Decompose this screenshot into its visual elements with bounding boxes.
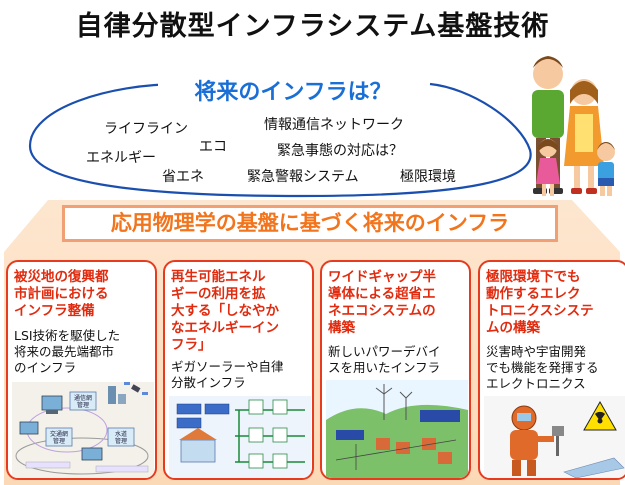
eco-infrastructure-illustration	[326, 380, 468, 478]
svg-text:管理: 管理	[115, 437, 127, 445]
keyword-lifeline: ライフライン	[104, 121, 188, 137]
card-description: LSI技術を駆使した 将来の最先端都市 のインフラ	[14, 328, 121, 375]
card-title: 被災地の復興都 市計画における インフラ整備	[14, 269, 109, 319]
wind-turbine-icon	[375, 384, 393, 420]
smart-city-network-illustration: 通信網 管理 交通網 管理 水道 管理	[12, 382, 154, 478]
thought-bubble	[28, 82, 532, 198]
boy-head	[597, 143, 615, 161]
house-icon	[180, 439, 216, 463]
computer-icon	[41, 395, 63, 411]
card-title: 極限環境下でも 動作するエレク トロニクスシステ ムの構築	[486, 269, 594, 336]
girl-dress	[536, 158, 560, 184]
protective-suit-worker-icon	[510, 405, 554, 476]
card-disaster-recovery: 被災地の復興都 市計画における インフラ整備 LSI技術を駆使した 将来の最先端…	[6, 260, 157, 480]
keyword-ict-network: 情報通信ネットワーク	[264, 117, 404, 133]
houses-icon	[376, 438, 452, 464]
distributed-energy-grid-illustration	[169, 396, 311, 478]
card-renewable-energy: 再生可能エネル ギーの利用を拡 大する「しなやか なエネルギーイン フラ」 ギガ…	[163, 260, 314, 480]
solar-panel-icon	[176, 403, 230, 429]
card-extreme-environment: 極限環境下でも 動作するエレク トロニクスシステ ムの構築 災害時や宇宙開発 で…	[478, 260, 625, 480]
keyword-emergency-response: 緊急事態の対応は？	[277, 143, 403, 159]
card-description: ギガソーラーや自律 分散インフラ	[171, 359, 284, 390]
card-title: ワイドギャップ半 導体による超省エ ネエコシステムの 構築	[328, 269, 436, 336]
family-illustration	[532, 56, 615, 196]
keyword-energy: エネルギー	[86, 150, 156, 166]
svg-text:管理: 管理	[77, 401, 89, 409]
detector-device-icon	[552, 426, 564, 456]
keyword-alert-system: 緊急警報システム	[247, 169, 359, 185]
boy-shirt	[598, 162, 614, 180]
father-head	[533, 59, 563, 89]
svg-text:通信網: 通信網	[74, 394, 92, 402]
svg-text:管理: 管理	[53, 437, 65, 445]
card-description: 新しいパワーデバイ スを用いたインフラ	[328, 344, 441, 375]
bubble-question: 将来のインフラは？	[158, 74, 428, 106]
card-title: 再生可能エネル ギーの利用を拡 大する「しなやか なエネルギーイン フラ」	[171, 269, 279, 353]
hazard-worker-illustration	[484, 396, 625, 478]
foundation-banner: 応用物理学の基盤に基づく将来のインフラ	[62, 205, 558, 242]
page-title: 自律分散型インフラシステム基盤技術	[75, 11, 550, 42]
radiation-warning-icon	[583, 400, 617, 431]
keyword-energy-saving: 省エネ	[162, 169, 204, 185]
svg-text:水道: 水道	[115, 430, 127, 438]
keyword-eco: エコ	[199, 139, 227, 155]
card-wide-gap-semiconductor: ワイドギャップ半 導体による超省エ ネエコシステムの 構築 新しいパワーデバイ …	[320, 260, 471, 480]
building-icon	[108, 386, 116, 404]
card-description: 災害時や宇宙開発 でも機能を発揮する エレクトロニクス	[486, 344, 599, 391]
father-shirt	[532, 90, 564, 138]
svg-text:交通網: 交通網	[50, 430, 68, 438]
solar-array-icon	[336, 410, 460, 440]
satellite-icon	[124, 382, 148, 395]
keyword-extreme-env: 極限環境	[400, 169, 456, 185]
